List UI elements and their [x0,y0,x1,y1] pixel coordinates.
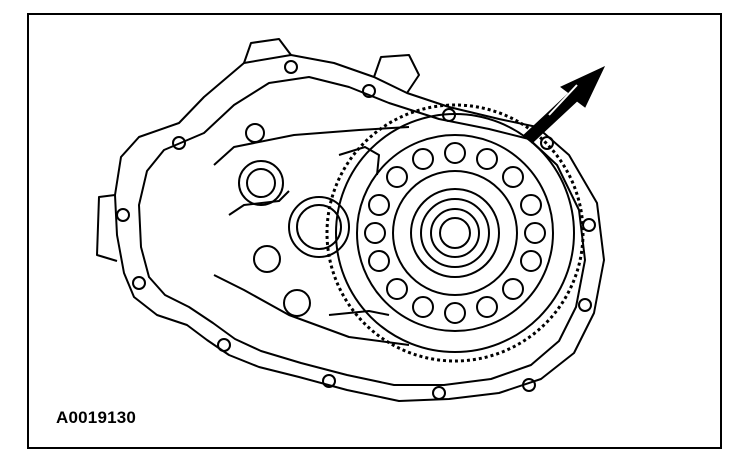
bore-left-1 [238,160,284,206]
bolt-hole [444,142,466,164]
bolt-hole [412,148,434,170]
case-left-tab [96,194,118,262]
bore-left-5 [245,123,265,143]
figure-id-label: A0019130 [56,408,137,427]
ring-gear-bolt-holes [364,142,546,324]
internal-rail-1 [213,126,410,166]
bore-left-3 [253,245,281,273]
bolt-hole [520,194,542,216]
hub-ring-2 [420,198,490,268]
bolt-hole [368,250,390,272]
case-top-right-tab [373,54,420,94]
bolt-hole [444,302,466,324]
case-top-tab [243,38,292,64]
bore-left-2 [288,196,350,258]
internal-rail-2 [213,274,410,346]
internal-rail-3 [228,190,290,216]
ring-gear-outer [325,103,585,363]
bore-left-4 [283,289,311,317]
case-flange [138,76,586,386]
bolt-hole [386,166,408,188]
flange-inner [392,170,518,296]
internal-rail-5 [338,146,380,176]
bolt-hole [368,194,390,216]
hub-bore [439,217,471,249]
bolt-hole [502,278,524,300]
bolt-hole [476,148,498,170]
hub-ring-1 [410,188,500,278]
bolt-hole [524,222,546,244]
hub-ring-3 [430,208,480,258]
bolt-hole [386,278,408,300]
arrow-icon [523,65,606,144]
figure-frame: A0019130 [27,13,722,449]
bolt-hole [502,166,524,188]
bolt-hole [520,250,542,272]
case-bolt-holes [116,60,596,400]
case-outline [114,54,605,402]
bolt-hole [412,296,434,318]
differential-flange [356,134,554,332]
bolt-hole [476,296,498,318]
internal-rail-4 [328,310,390,316]
transaxle-illustration [96,38,606,402]
bolt-hole [364,222,386,244]
